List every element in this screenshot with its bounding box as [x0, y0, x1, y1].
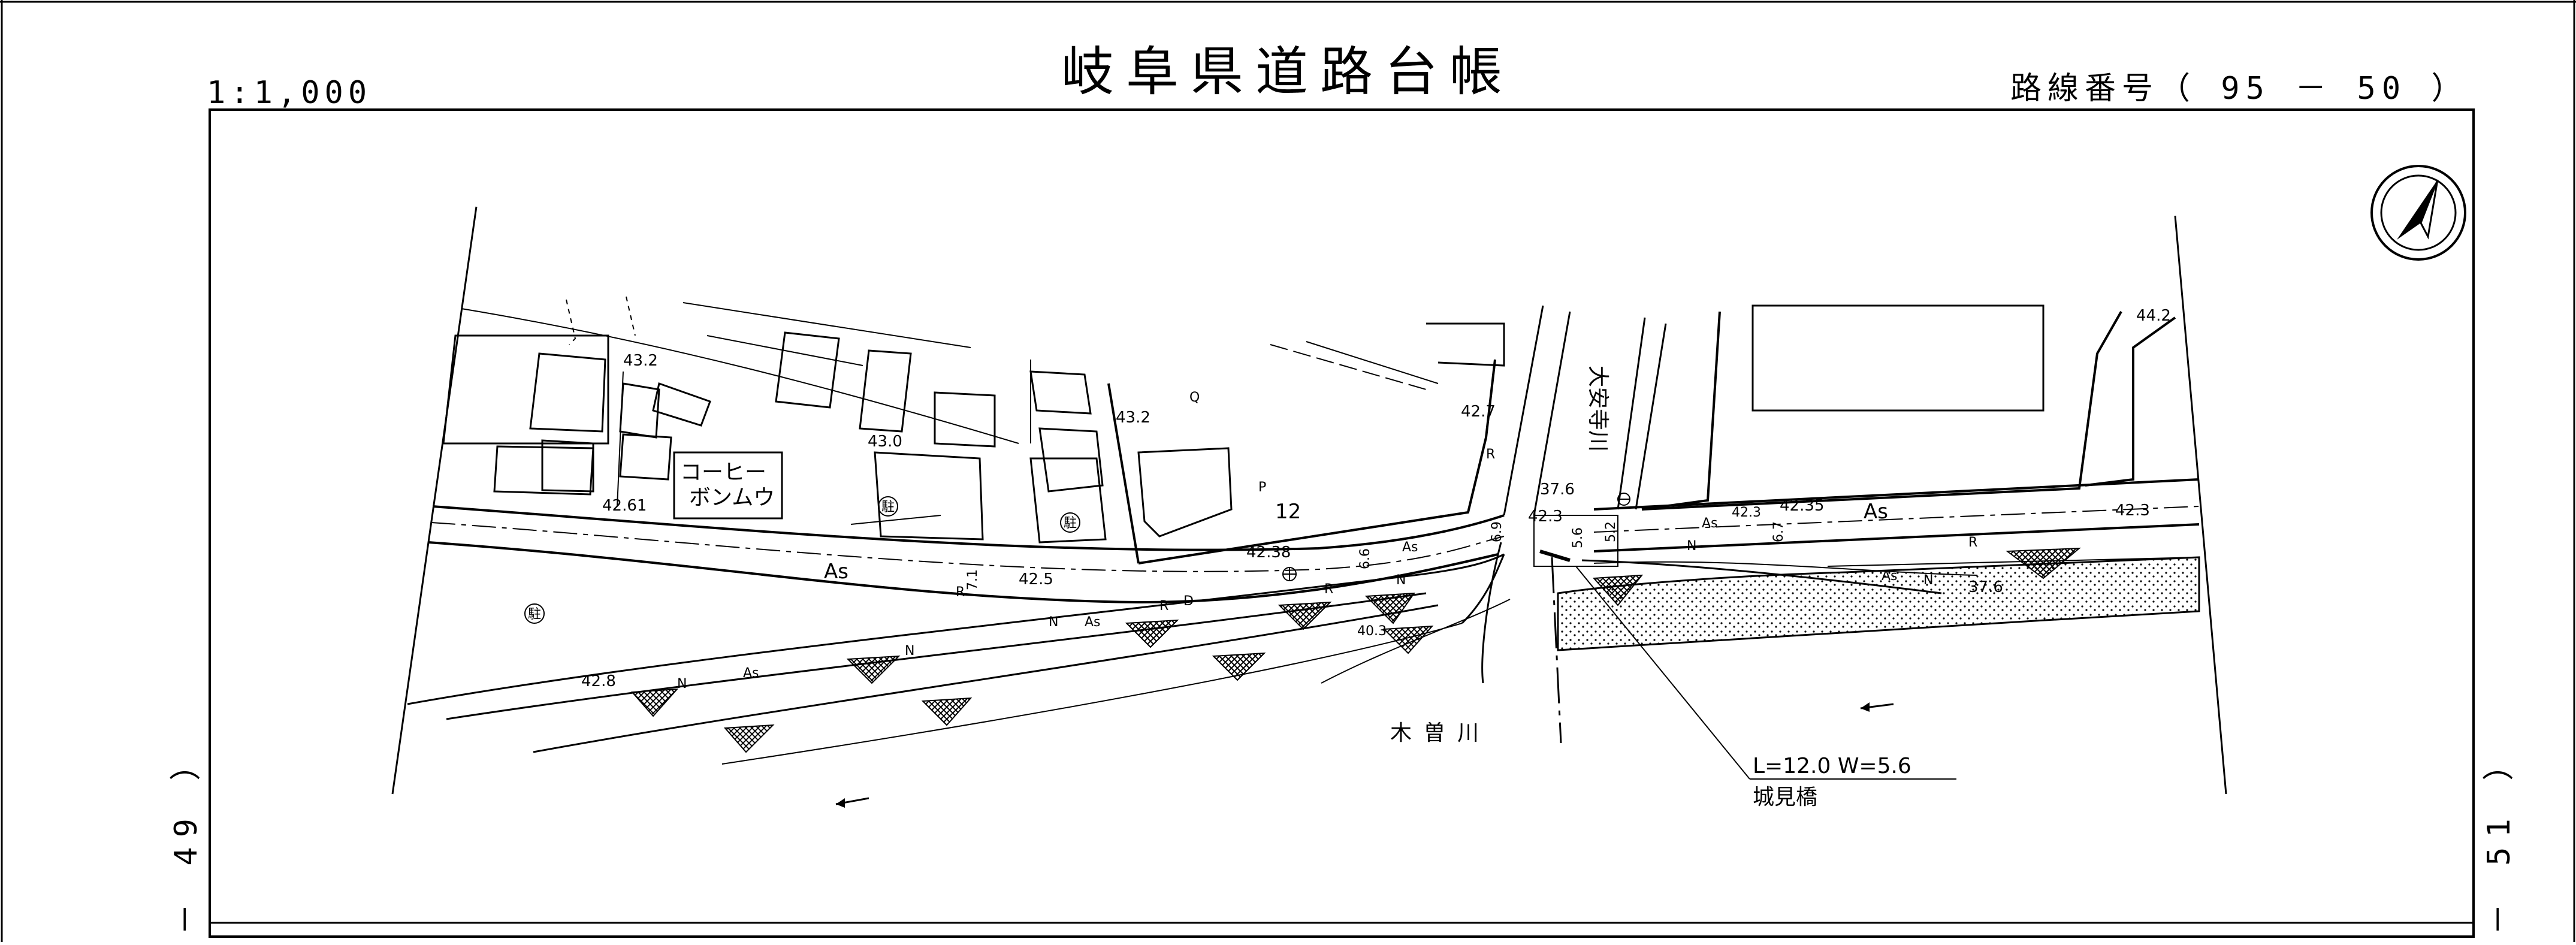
elev-42-3-a: 42.3: [1528, 508, 1563, 526]
width-6-9: 6.9: [1490, 521, 1505, 542]
mark-p: P: [1258, 480, 1266, 495]
map-title: 岐阜県道路台帳: [1061, 41, 1514, 102]
mark-d: D: [1183, 594, 1194, 609]
elev-42-61: 42.61: [602, 497, 647, 515]
parking-symbol-3: 駐: [528, 607, 541, 622]
mark-n-4: N: [1396, 573, 1406, 588]
embankment-roads: [407, 542, 1511, 765]
map-frame: [209, 108, 2475, 938]
elev-43-2-a: 43.2: [623, 352, 658, 370]
elev-42-3-c: 42.3: [2115, 502, 2150, 520]
flow-arrows: [835, 702, 1894, 808]
parking-symbol-2: 駐: [1064, 516, 1077, 531]
mark-n-3: N: [1049, 615, 1058, 630]
mark-n-1: N: [677, 677, 687, 692]
slope-hatch-marks: [630, 547, 2081, 753]
right-sheet-ref: － 51 ）: [2481, 740, 2517, 935]
elev-40-3: 40.3: [1357, 624, 1387, 639]
surface-label-2: As: [1864, 500, 1888, 524]
elevation-labels: 43.2 43.0 43.2 42.7 42.61 42.5 42.38 42.…: [581, 307, 2171, 690]
width-6-7: 6.7: [1771, 521, 1786, 542]
elev-42-3-b: 42.3: [1732, 505, 1761, 520]
parking-symbol-1: 駐: [881, 500, 895, 515]
map-marks: R R R R R N N N N N N D Q P: [677, 390, 1977, 692]
mark-r-5: R: [1486, 447, 1495, 462]
lot-lines: [461, 296, 2176, 564]
left-sheet-ref: － 49 ）: [168, 740, 204, 935]
mark-r-4: R: [1968, 535, 1977, 550]
mark-n-2: N: [905, 644, 914, 659]
parking-symbols: 駐 駐 駐: [524, 496, 1080, 624]
route-number: 路線番号（ 95 － 50 ）: [2010, 71, 2468, 107]
stream-name: 大安寺川: [1586, 366, 1610, 452]
elev-37-6-b: 37.6: [1968, 578, 2003, 596]
north-arrow-icon: [2370, 165, 2466, 261]
elev-43-2-b: 43.2: [1116, 409, 1150, 427]
surface-label-1: As: [824, 560, 848, 584]
width-dimensions: 6.6 5.6 5.2 6.9 6.7 7.1: [965, 521, 1786, 590]
elev-42-38: 42.38: [1246, 544, 1291, 561]
elev-43-0: 43.0: [868, 433, 902, 451]
surface-label-6: As: [1702, 516, 1718, 531]
mark-q: Q: [1189, 390, 1200, 405]
width-7-1: 7.1: [965, 569, 980, 590]
main-road-east: [1593, 478, 2200, 552]
surface-label-4: As: [1085, 615, 1101, 630]
bridge-and-stream: [1503, 305, 1956, 780]
surface-label-5: As: [743, 666, 759, 681]
shop-name-line2: ボンムウ: [689, 485, 775, 510]
riverbank-east: [1557, 556, 2200, 651]
house-number: 12: [1275, 500, 1301, 524]
surface-label-3: As: [1402, 540, 1418, 555]
width-6-6: 6.6: [1358, 548, 1373, 569]
coffee-shop-building: [673, 451, 783, 520]
survey-boundary-right: [2174, 215, 2227, 795]
shop-name-line1: コーヒー: [680, 460, 766, 485]
survey-boundary-left: [391, 206, 478, 795]
mark-r-3: R: [1324, 582, 1333, 597]
bridge-name: 城見橋: [1753, 785, 1817, 810]
width-5-6: 5.6: [1571, 527, 1586, 548]
mark-n-6: N: [1923, 573, 1933, 588]
elev-37-6-a: 37.6: [1540, 481, 1575, 499]
elev-42-7: 42.7: [1461, 403, 1496, 421]
bridge-dimensions: L=12.0 W=5.6: [1753, 754, 1911, 778]
mark-r-2: R: [1159, 599, 1168, 614]
mark-r-1: R: [956, 585, 965, 600]
large-building-east: [1751, 304, 2045, 412]
mark-n-5: N: [1687, 539, 1696, 554]
surface-label-7: As: [1882, 569, 1898, 584]
elev-42-35: 42.35: [1780, 497, 1824, 515]
elev-42-8: 42.8: [581, 672, 616, 690]
width-5-2: 5.2: [1603, 521, 1618, 542]
elev-44-2: 44.2: [2136, 307, 2171, 325]
elev-42-5: 42.5: [1019, 570, 1053, 588]
scale-label: 1:1,000: [207, 75, 372, 111]
river-name: 木曽川: [1390, 721, 1491, 745]
